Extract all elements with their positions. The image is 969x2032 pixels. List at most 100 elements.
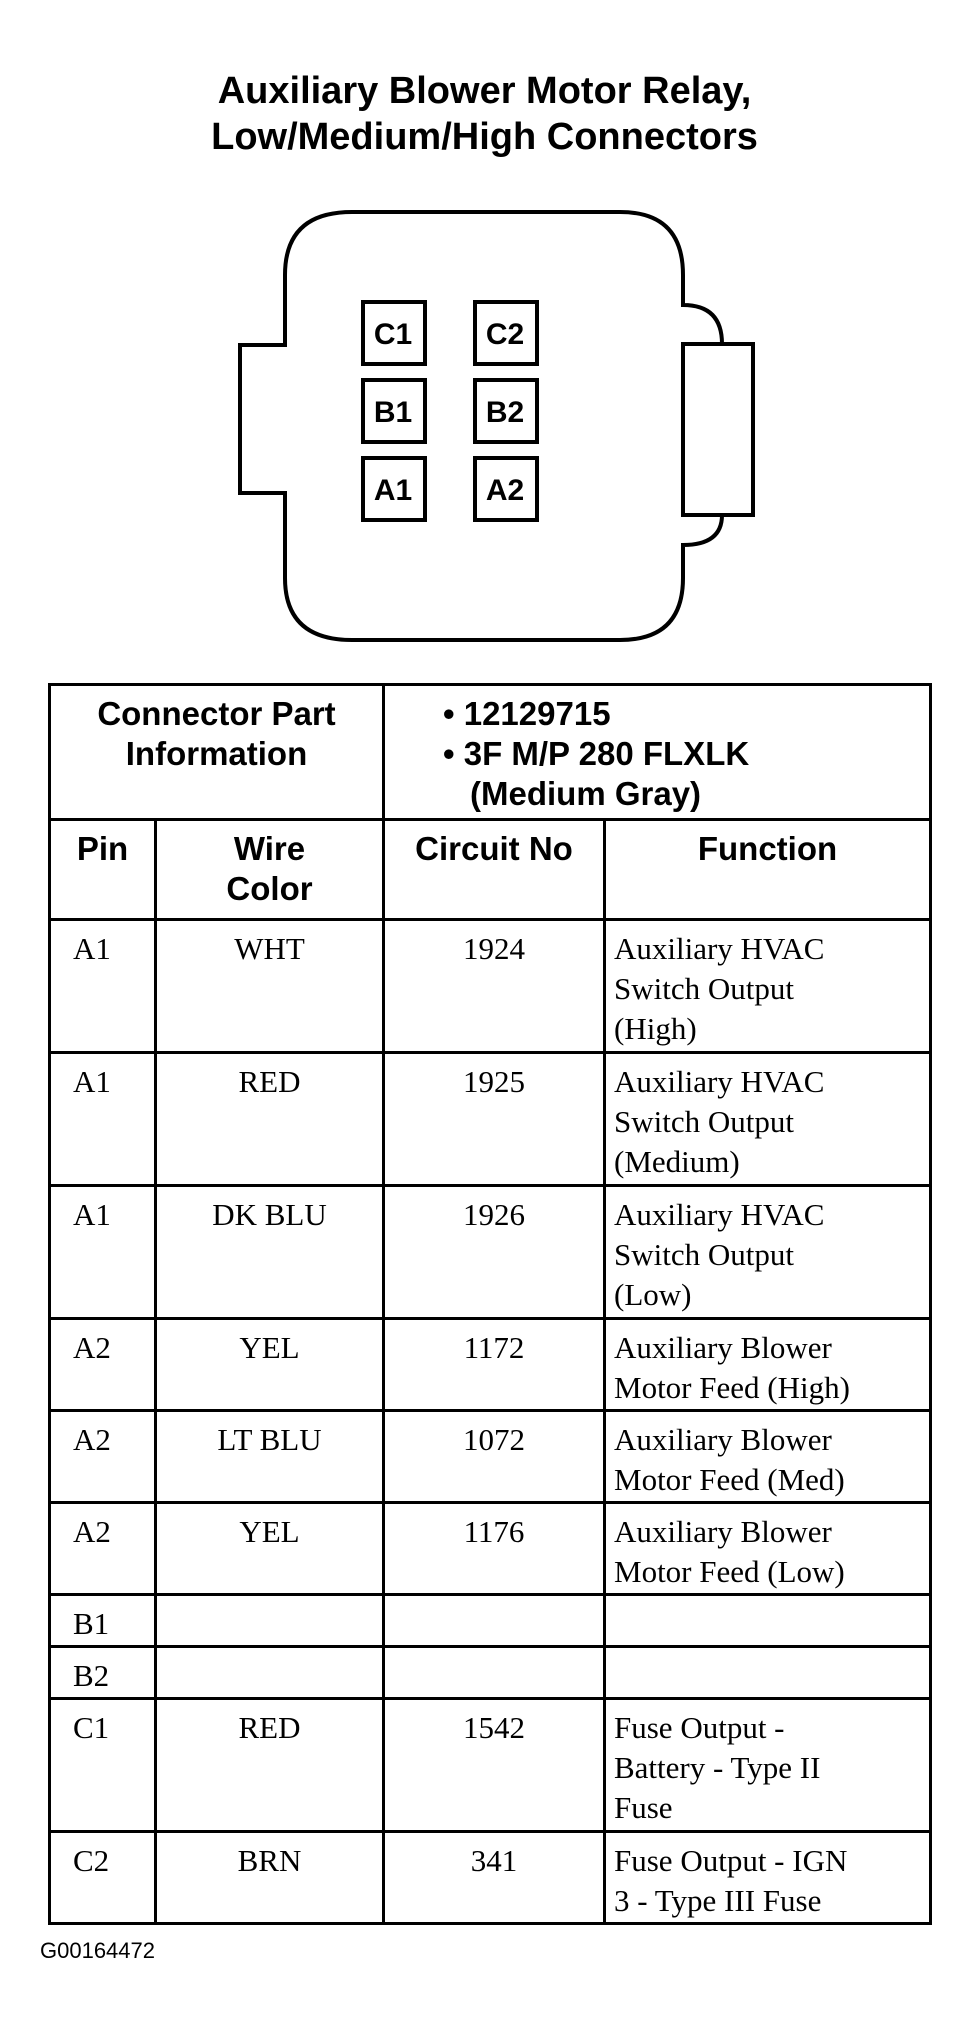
cell-wire-color: LT BLU xyxy=(154,1409,385,1504)
pin-cavity: C1 xyxy=(361,300,427,366)
function-line: Switch Output xyxy=(614,1104,794,1139)
function-line: (Low) xyxy=(614,1277,692,1312)
cell-function: Auxiliary HVAC Switch Output (Low) xyxy=(603,1184,932,1320)
pinout-table: Connector Part Information • 12129715 • … xyxy=(48,683,932,1925)
part-info-row: Connector Part Information • 12129715 • … xyxy=(48,683,932,821)
col-header-wire-color: Wire Color xyxy=(154,818,385,921)
function-line: Auxiliary Blower xyxy=(614,1330,832,1365)
cell-circuit-no: 1172 xyxy=(382,1317,606,1412)
pin-cavity-label: A1 xyxy=(374,474,412,507)
function-line: Fuse Output - xyxy=(614,1710,785,1745)
pin-cavity: B1 xyxy=(361,378,427,444)
function-line: Auxiliary Blower xyxy=(614,1422,832,1457)
table-row: B2 xyxy=(48,1645,932,1700)
cell-pin: A2 xyxy=(48,1501,157,1596)
pin-cavity: A1 xyxy=(361,456,427,522)
cell-function: Fuse Output - Battery - Type II Fuse xyxy=(603,1697,932,1833)
pin-cavity-box xyxy=(473,456,539,522)
pin-cavity-box xyxy=(361,378,427,444)
pin-cavity-box xyxy=(473,300,539,366)
function-line: Fuse xyxy=(614,1790,673,1825)
cell-function: Fuse Output - IGN 3 - Type III Fuse xyxy=(603,1830,932,1925)
cell-circuit-no: 1926 xyxy=(382,1184,606,1320)
pin-cavity-label: C2 xyxy=(486,318,524,351)
cell-circuit-no xyxy=(382,1645,606,1700)
cell-pin: B2 xyxy=(48,1645,157,1700)
figure-code: G00164472 xyxy=(40,1938,155,1963)
pin-cavity-box xyxy=(361,300,427,366)
col-header-circuit-no: Circuit No xyxy=(382,818,606,921)
col-header-pin: Pin xyxy=(48,818,157,921)
cell-circuit-no: 1176 xyxy=(382,1501,606,1596)
diagram-title: Auxiliary Blower Motor Relay, Low/Medium… xyxy=(0,68,969,160)
cell-wire-color: YEL xyxy=(154,1501,385,1596)
table-row: B1 xyxy=(48,1593,932,1648)
pin-cavity-box xyxy=(473,378,539,444)
title-line-1: Auxiliary Blower Motor Relay, xyxy=(217,70,752,112)
cell-circuit-no: 1925 xyxy=(382,1051,606,1187)
cell-pin: B1 xyxy=(48,1593,157,1648)
cell-pin: A1 xyxy=(48,918,157,1054)
function-line: (High) xyxy=(614,1011,697,1046)
part-info-values: • 12129715 • 3F M/P 280 FLXLK (Medium Gr… xyxy=(382,683,932,821)
part-description: • 3F M/P 280 FLXLK xyxy=(443,735,750,772)
pin-cavity-label: C1 xyxy=(374,318,412,351)
cell-pin: C2 xyxy=(48,1830,157,1925)
function-line: Auxiliary HVAC xyxy=(614,1197,825,1232)
function-line: Switch Output xyxy=(614,1237,794,1272)
pin-cavity-box xyxy=(361,456,427,522)
function-line: Motor Feed (Med) xyxy=(614,1462,845,1497)
function-line: Auxiliary HVAC xyxy=(614,1064,825,1099)
function-line: Fuse Output - IGN xyxy=(614,1843,848,1878)
column-header-row: Pin Wire Color Circuit No Function xyxy=(48,818,932,921)
cell-function xyxy=(603,1645,932,1700)
cell-wire-color xyxy=(154,1645,385,1700)
cell-wire-color: RED xyxy=(154,1697,385,1833)
function-line: Switch Output xyxy=(614,971,794,1006)
cell-pin: A2 xyxy=(48,1317,157,1412)
part-info-label: Connector Part Information xyxy=(48,683,385,821)
part-number: • 12129715 xyxy=(443,695,611,732)
cell-circuit-no: 1072 xyxy=(382,1409,606,1504)
cell-function xyxy=(603,1593,932,1648)
cell-wire-color: BRN xyxy=(154,1830,385,1925)
function-line: Auxiliary Blower xyxy=(614,1514,832,1549)
connector-latch-tab xyxy=(681,342,755,517)
cell-pin: A2 xyxy=(48,1409,157,1504)
pin-cavity: A2 xyxy=(473,456,539,522)
cell-function: Auxiliary HVAC Switch Output (High) xyxy=(603,918,932,1054)
cell-pin: A1 xyxy=(48,1184,157,1320)
function-line: Motor Feed (Low) xyxy=(614,1554,845,1589)
cell-wire-color: DK BLU xyxy=(154,1184,385,1320)
cell-circuit-no xyxy=(382,1593,606,1648)
cell-wire-color: RED xyxy=(154,1051,385,1187)
pin-cavity-label: B2 xyxy=(486,396,524,429)
function-line: Auxiliary HVAC xyxy=(614,931,825,966)
cell-wire-color: YEL xyxy=(154,1317,385,1412)
function-line: Battery - Type II xyxy=(614,1750,821,1785)
cell-circuit-no: 1542 xyxy=(382,1697,606,1833)
cell-pin: A1 xyxy=(48,1051,157,1187)
connector-body-outline xyxy=(238,210,755,642)
pin-cavity-label: A2 xyxy=(486,474,524,507)
pin-cavity: B2 xyxy=(473,378,539,444)
cell-pin: C1 xyxy=(48,1697,157,1833)
title-line-2: Low/Medium/High Connectors xyxy=(211,116,758,158)
part-color: (Medium Gray) xyxy=(470,775,702,812)
cell-wire-color xyxy=(154,1593,385,1648)
pin-cavity: C2 xyxy=(473,300,539,366)
function-line: 3 - Type III Fuse xyxy=(614,1883,822,1918)
function-line: Motor Feed (High) xyxy=(614,1370,850,1405)
